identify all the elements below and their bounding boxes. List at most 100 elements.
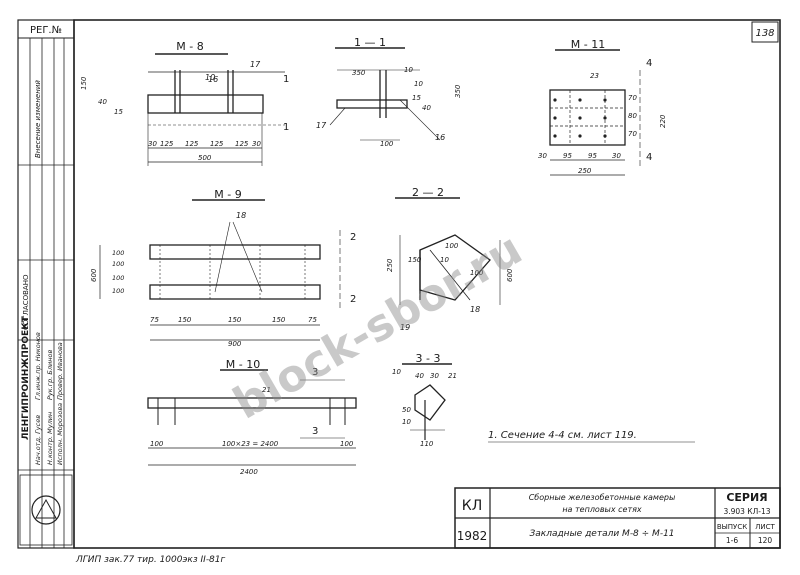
svg-text:100: 100 <box>112 287 124 295</box>
svg-text:150: 150 <box>80 76 88 90</box>
svg-text:2 — 2: 2 — 2 <box>412 186 444 199</box>
svg-text:95: 95 <box>588 152 597 160</box>
stamp-series-value: 3.903 КЛ-13 <box>723 507 770 516</box>
svg-text:100: 100 <box>380 140 394 148</box>
svg-text:21: 21 <box>448 372 457 380</box>
svg-text:600: 600 <box>506 268 514 282</box>
svg-text:100: 100 <box>112 249 124 257</box>
svg-text:2400: 2400 <box>240 468 258 476</box>
svg-text:250: 250 <box>386 258 394 272</box>
svg-text:900: 900 <box>228 340 242 348</box>
svg-text:19: 19 <box>400 323 410 332</box>
svg-text:30: 30 <box>538 152 547 160</box>
side-org: ЛЕНГИПРОИНЖПРОЕКТ <box>21 315 31 440</box>
view-section-1-1: 1 — 1 350 10 100 15 40 10 350 17 16 <box>316 36 462 148</box>
svg-text:350: 350 <box>352 69 366 77</box>
svg-text:40: 40 <box>98 98 107 106</box>
svg-text:110: 110 <box>420 440 434 448</box>
svg-text:220: 220 <box>659 114 667 128</box>
watermark: block-sbor.ru <box>225 224 531 430</box>
svg-text:17: 17 <box>316 121 327 130</box>
svg-text:10: 10 <box>404 66 413 74</box>
stamp-project-line-1: Сборные железобетонные камеры <box>529 493 676 502</box>
svg-text:125: 125 <box>210 140 224 148</box>
svg-text:2: 2 <box>350 294 356 305</box>
svg-text:2: 2 <box>350 232 356 243</box>
side-row-3: Н.контр. Мулин <box>46 412 54 465</box>
svg-text:100: 100 <box>470 269 484 277</box>
svg-text:150: 150 <box>178 316 192 324</box>
svg-text:3 - 3: 3 - 3 <box>416 352 441 365</box>
bottom-note: ЛГИП зак.77 тир. 1000экз II-81г <box>75 555 226 565</box>
svg-text:30: 30 <box>148 140 157 148</box>
sheet-number-box <box>751 21 779 43</box>
svg-text:50: 50 <box>402 406 411 414</box>
stamp-series-label: СЕРИЯ <box>726 491 767 504</box>
stamp-issue-value: 1-6 <box>726 536 738 545</box>
side-row-1: Нач.отд. Гусев <box>34 415 42 465</box>
view-section-2-2: 2 — 2 100 150 10 100 19 18 600 250 <box>386 186 514 332</box>
svg-text:500: 500 <box>198 154 212 162</box>
stamp-issue-label: ВЫПУСК <box>717 523 747 531</box>
sheet-number: 138 <box>755 28 774 39</box>
svg-text:3: 3 <box>312 426 318 437</box>
side-changes: Внесение изменений <box>34 80 42 158</box>
sheet-note: 1. Сечение 4-4 см. лист 119. <box>488 430 637 441</box>
side-row-5: Исполн. Морозова <box>56 403 64 465</box>
svg-text:30: 30 <box>252 140 261 148</box>
svg-text:1 — 1: 1 — 1 <box>354 36 386 49</box>
m8-title: М - 8 <box>176 40 203 53</box>
svg-text:23: 23 <box>590 72 599 80</box>
svg-text:1: 1 <box>283 74 289 85</box>
svg-text:125: 125 <box>160 140 174 148</box>
svg-text:125: 125 <box>185 140 199 148</box>
svg-text:150: 150 <box>272 316 286 324</box>
svg-text:10: 10 <box>402 418 411 426</box>
view-m10: М - 10 3 3 21 100×23 = 2400 100 100 2400 <box>147 358 357 476</box>
svg-text:70: 70 <box>628 130 637 138</box>
svg-text:1: 1 <box>283 122 289 133</box>
stamp-year: 1982 <box>457 529 488 543</box>
svg-text:18: 18 <box>236 211 246 220</box>
svg-text:40: 40 <box>422 104 431 112</box>
svg-text:17: 17 <box>250 60 261 69</box>
svg-text:100: 100 <box>340 440 354 448</box>
svg-text:4: 4 <box>646 58 652 69</box>
svg-text:30: 30 <box>430 372 439 380</box>
svg-text:80: 80 <box>628 112 637 120</box>
svg-text:70: 70 <box>628 94 637 102</box>
svg-text:100×23 = 2400: 100×23 = 2400 <box>222 440 279 448</box>
reg-label: РЕГ.№ <box>30 25 62 36</box>
side-row-2: Гл.инж.пр. Никонов <box>34 332 42 400</box>
svg-text:75: 75 <box>150 316 159 324</box>
svg-text:30: 30 <box>612 152 621 160</box>
svg-text:21: 21 <box>262 386 271 394</box>
stamp-kl: КЛ <box>462 498 482 514</box>
view-m9: М - 9 2 2 18 100 100 100 100 75 150 150 … <box>90 188 356 348</box>
m8-plate <box>147 94 264 114</box>
svg-text:40: 40 <box>415 372 424 380</box>
side-row-4: Рук.гр. Блинов <box>46 350 54 400</box>
side-approved: СОГЛАСОВАНО <box>22 274 30 330</box>
stamp-list-value: 120 <box>758 536 773 545</box>
svg-text:10: 10 <box>440 256 449 264</box>
side-stamp: ЛЕНГИПРОИНЖПРОЕКТ Нач.отд. Гусев Гл.инж.… <box>18 38 74 548</box>
stamp-sheet-title: Закладные детали М-8 ÷ М-11 <box>529 529 674 539</box>
emblem-icon <box>31 495 61 525</box>
svg-text:150: 150 <box>408 256 422 264</box>
view-section-3-3: 3 - 3 10 40 30 21 50 10 110 <box>392 352 457 448</box>
view-m8: М - 8 10 17 16 150 40 15 30 125 125 125 … <box>80 40 289 166</box>
svg-text:10: 10 <box>414 80 423 88</box>
svg-text:100: 100 <box>112 274 124 282</box>
reg-box <box>17 19 75 39</box>
svg-text:10: 10 <box>205 73 215 82</box>
svg-text:100: 100 <box>445 242 459 250</box>
svg-text:75: 75 <box>308 316 317 324</box>
stamp-project-line-2: на тепловых сетях <box>562 505 642 514</box>
svg-text:150: 150 <box>228 316 242 324</box>
view-m11: М - 11 4 4 23 30 95 95 30 250 70 80 70 2… <box>538 38 667 176</box>
svg-text:16: 16 <box>435 133 445 142</box>
svg-text:250: 250 <box>578 167 592 175</box>
